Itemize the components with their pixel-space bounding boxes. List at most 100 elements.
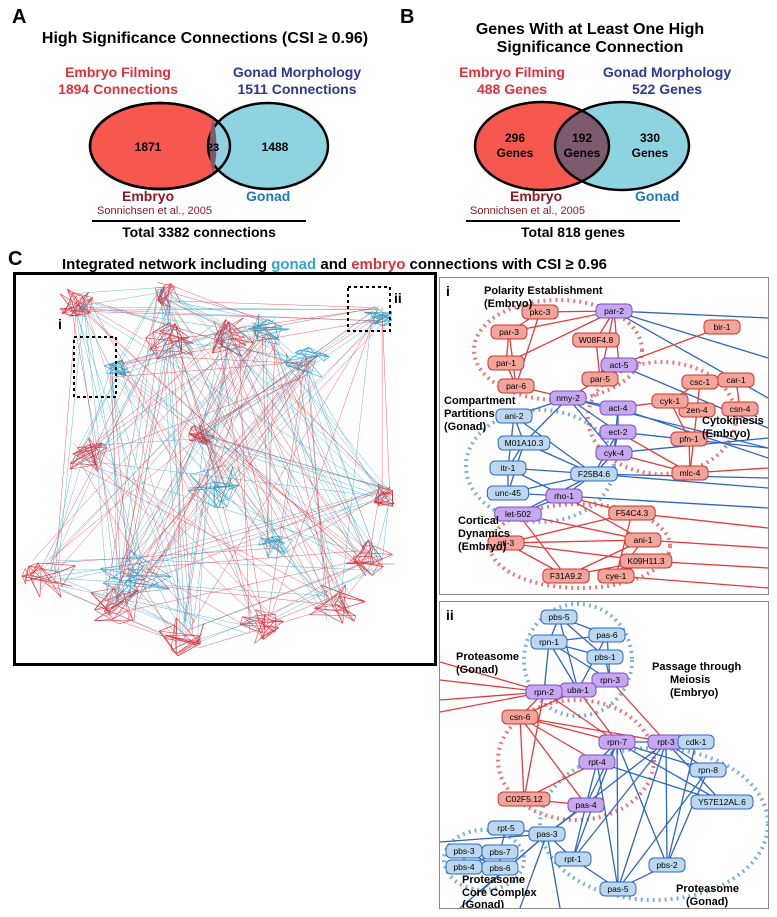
gene-node-ani-1: ani-1 [624, 532, 662, 548]
hairball-edge [340, 311, 373, 603]
panel-a-embryo-label: Embryo [122, 188, 175, 204]
hairball-edge [181, 324, 231, 633]
hairball-edge [129, 594, 250, 635]
hairball-edge [373, 305, 382, 320]
hairball-edge [102, 360, 315, 600]
hairball-edge [260, 537, 269, 558]
panel-b-right-count: 522 Genes [631, 81, 703, 97]
hairball-edge [172, 303, 349, 593]
network-edge [665, 741, 668, 866]
hairball-edge [242, 616, 284, 622]
svg-text:pkc-3: pkc-3 [530, 307, 551, 317]
gene-node-act-5: act-5 [600, 357, 638, 373]
network-edge [593, 473, 768, 489]
hairball-edge [371, 558, 383, 576]
group-proteasome-gonad-label: Proteasome [456, 651, 519, 663]
hairball-edge [74, 309, 191, 637]
hairball-edge [69, 298, 130, 620]
panel-b-left-count: 488 Genes [476, 81, 548, 97]
hairball-edge [264, 307, 374, 329]
hairball-edge [374, 490, 393, 503]
hairball-edge [37, 562, 41, 567]
hairball-edge [152, 331, 182, 339]
hairball-edge [308, 347, 318, 356]
hairball-edge [73, 286, 167, 294]
hairball-edge [180, 351, 193, 356]
svg-text:pas-5: pas-5 [607, 884, 629, 894]
group-meiosis-label-2: Meiosis [670, 674, 710, 686]
group-compartment-label: Compartment [444, 395, 516, 407]
hairball-edge [190, 428, 198, 436]
hairball-edge [88, 297, 93, 314]
hairball-edge [167, 295, 224, 327]
hairball-edge [361, 552, 393, 555]
hairball-edge [240, 624, 279, 628]
svg-text:bir-1: bir-1 [713, 322, 730, 332]
gene-node-act-4: act-4 [599, 400, 637, 416]
hairball-edge [200, 434, 389, 490]
hairball-edge [45, 297, 174, 581]
venn-b-overlap-n: 192 [572, 131, 592, 145]
hairball-edge [122, 320, 275, 375]
network-edge [543, 691, 618, 743]
hairball-edge [59, 571, 62, 587]
panel-b-embryo-label: Embryo [510, 188, 563, 204]
hairball-edge [120, 368, 302, 569]
panel-b-label: B [400, 6, 415, 28]
hairball-edge [331, 598, 344, 624]
hairball-edge [212, 335, 216, 354]
hairball-edge [376, 502, 395, 504]
hairball-edge [144, 343, 236, 563]
panel-b-left-title-text: Embryo Filming [459, 64, 565, 80]
hairball-edge [267, 596, 334, 624]
hairball-edge [195, 635, 201, 646]
hairball-edge [90, 587, 114, 593]
panel-a-venn: 1871 23 1488 [88, 101, 330, 191]
hairball-edge [152, 559, 375, 571]
venn-b-overlap-unit: Genes [564, 146, 601, 160]
hairball-edge [373, 305, 386, 315]
panel-ii-label: ii [446, 607, 454, 623]
hairball-edge [383, 324, 389, 327]
hairball-edge [306, 368, 379, 561]
panel-b-right-title-text: Gonad Morphology [602, 64, 732, 80]
hairball-edge [81, 460, 380, 497]
hairball-edge [198, 557, 382, 627]
hairball-edge [149, 337, 190, 351]
svg-text:rpn-2: rpn-2 [534, 687, 554, 697]
hairball-edge [47, 565, 129, 585]
gene-node-pbs-5: pbs-5 [540, 609, 578, 625]
inset-i-label: i [58, 316, 62, 332]
group-meiosis-label: Passage through [652, 661, 742, 673]
svg-text:pbs-7: pbs-7 [489, 847, 511, 857]
hairball-edge [163, 287, 390, 496]
hairball-edge [31, 579, 41, 598]
hairball-edge [24, 571, 60, 582]
hairball-edge [257, 326, 259, 337]
group-compartment-label-2: Partitions [444, 408, 495, 420]
hairball-edge [117, 334, 171, 590]
svg-text:par-1: par-1 [496, 358, 516, 368]
gene-node-w08f4.8: W08F4.8 [572, 332, 620, 348]
hairball-edge [160, 288, 162, 304]
gene-node-rpn-8: rpn-8 [689, 762, 727, 778]
group-cortical-label: Cortical [458, 515, 499, 527]
hairball-edge [214, 501, 219, 508]
svg-text:pas-6: pas-6 [596, 630, 618, 640]
hairball-edge [78, 306, 384, 311]
gene-node-pas-6: pas-6 [588, 627, 626, 643]
hairball-edge [219, 346, 264, 626]
svg-text:F25B4.6: F25B4.6 [578, 469, 610, 479]
gene-node-mlc-4: mlc-4 [671, 465, 709, 481]
hairball-edge [224, 329, 378, 562]
hairball-edge [91, 343, 161, 458]
hairball-edge [142, 490, 384, 563]
group-cytokinesis-sub: (Embryo) [702, 428, 751, 440]
hairball-edge [335, 603, 356, 617]
gene-node-rho-1: rho-1 [545, 488, 583, 504]
hairball-edge [162, 336, 181, 633]
hairball-edge [276, 553, 286, 559]
hairball-edge [170, 289, 385, 502]
hairball-edge [68, 303, 228, 329]
panel-b-right-title: Gonad Morphology 522 Genes [592, 64, 742, 98]
